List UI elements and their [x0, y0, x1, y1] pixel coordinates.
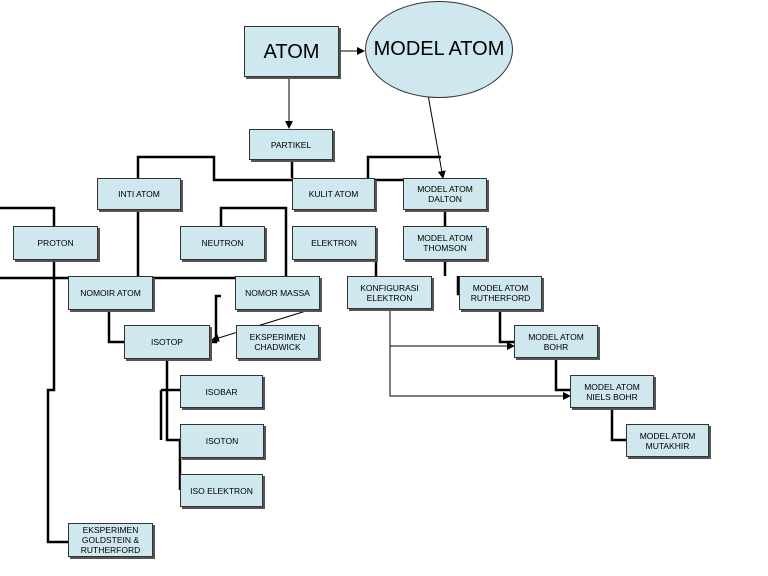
node-kulit-atom: KULIT ATOM [292, 178, 375, 210]
node-konfigurasi-elektron: KONFIGURASI ELEKTRON [347, 276, 432, 309]
node-eksperimen-chadwick: EKSPERIMEN CHADWICK [236, 325, 319, 359]
node-model-atom: MODEL ATOM [365, 1, 513, 98]
node-inti-atom: INTI ATOM [97, 178, 181, 210]
node-model-bohr: MODEL ATOM BOHR [514, 325, 598, 358]
node-neutron: NEUTRON [180, 226, 265, 260]
node-elektron: ELEKTRON [292, 226, 376, 260]
node-eksperimen-goldstein-rutherford: EKSPERIMEN GOLDSTEIN & RUTHERFORD [68, 523, 153, 557]
node-isotop: ISOTOP [124, 325, 210, 359]
node-isoton: ISOTON [180, 424, 264, 458]
node-isobar: ISOBAR [180, 375, 263, 408]
node-proton: PROTON [13, 226, 98, 260]
node-iso-elektron: ISO ELEKTRON [180, 474, 263, 507]
node-atom: ATOM [244, 26, 339, 77]
node-partikel: PARTIKEL [249, 129, 333, 160]
node-model-thomson: MODEL ATOM THOMSON [403, 226, 487, 260]
node-model-rutherford: MODEL ATOM RUTHERFORD [459, 276, 542, 310]
node-model-niels-bohr: MODEL ATOM NIELS BOHR [570, 375, 654, 408]
node-nomoir-atom: NOMOIR ATOM [68, 276, 153, 310]
node-model-dalton: MODEL ATOM DALTON [403, 178, 487, 210]
node-nomor-massa: NOMOR MASSA [235, 276, 320, 310]
node-model-mutakhir: MODEL ATOM MUTAKHIR [626, 424, 709, 457]
